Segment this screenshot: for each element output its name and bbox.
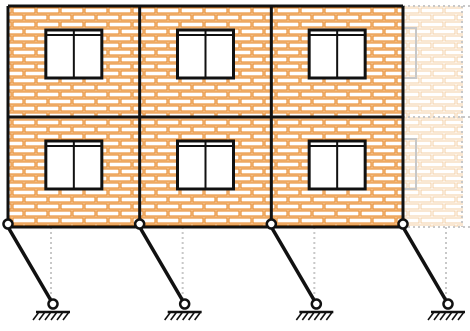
- support-hatch-stroke: [44, 311, 52, 321]
- support-hatch-stroke: [307, 311, 315, 321]
- circle-hinge-icon: [133, 218, 146, 230]
- support-hatch-stroke: [194, 311, 202, 321]
- support-hatch-stroke: [457, 311, 465, 321]
- circle-hinge-icon: [310, 298, 323, 310]
- swayed-column: [6, 226, 55, 305]
- fixed-support-hatch-icon: [427, 310, 465, 321]
- window-layer: [44, 28, 367, 191]
- fixed-support-hatch-icon: [295, 310, 334, 321]
- support-hatch-stroke: [451, 311, 459, 321]
- support-hatch-stroke: [56, 311, 64, 321]
- circle-hinge-icon: [47, 298, 59, 310]
- support-hatch-stroke: [325, 311, 333, 321]
- swayed-column: [138, 226, 187, 305]
- swayed-column: [269, 226, 318, 305]
- support-hatch-stroke: [433, 311, 441, 321]
- support-hatch-stroke: [445, 311, 453, 321]
- circle-hinge-icon: [442, 298, 454, 310]
- support-hatch-stroke: [176, 311, 184, 321]
- circle-hinge-icon: [2, 218, 14, 230]
- support-hatch-stroke: [319, 311, 327, 321]
- swayed-column: [401, 226, 450, 305]
- support-hatch-stroke: [32, 311, 40, 321]
- support-hatch-stroke: [295, 311, 303, 321]
- circle-hinge-icon: [265, 218, 278, 230]
- support-hatch-stroke: [182, 311, 190, 321]
- support-hatch-stroke: [170, 311, 178, 321]
- support-hatch-stroke: [164, 311, 172, 321]
- support-hatch-stroke: [301, 311, 309, 321]
- support-hatch-stroke: [62, 311, 70, 321]
- support-hatch-stroke: [188, 311, 196, 321]
- circle-hinge-icon: [178, 298, 191, 310]
- support-hatch-stroke: [313, 311, 321, 321]
- support-hatch-stroke: [439, 311, 447, 321]
- support-hatch-stroke: [427, 311, 435, 321]
- frame-layer: [6, 4, 405, 229]
- support-hatch-stroke: [38, 311, 46, 321]
- sway-columns-layer: [2, 218, 454, 310]
- supports-layer: [32, 310, 465, 321]
- circle-hinge-icon: [397, 218, 409, 230]
- fixed-support-hatch-icon: [164, 310, 202, 321]
- ghost-floor-lines: [403, 5, 470, 228]
- support-hatch-stroke: [50, 311, 58, 321]
- original-position-ghost: [50, 5, 470, 304]
- fixed-support-hatch-icon: [32, 310, 70, 321]
